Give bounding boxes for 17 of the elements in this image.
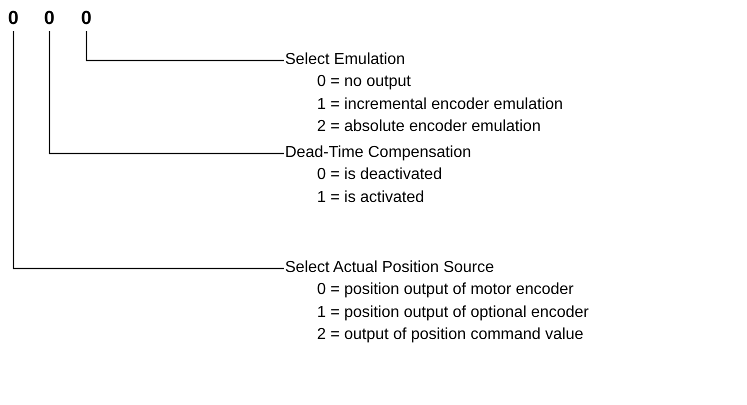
option-text: 0 = is deactivated xyxy=(317,165,443,185)
leader-line xyxy=(48,31,284,154)
setting-heading: Select Emulation xyxy=(285,50,406,70)
digit-label: 0 xyxy=(8,8,19,29)
option-text: 1 = position output of optional encoder xyxy=(317,302,589,322)
option-text: 0 = no output xyxy=(317,72,412,92)
option-text: 2 = output of position command value xyxy=(317,325,584,345)
setting-heading: Select Actual Position Source xyxy=(285,258,496,278)
leader-line xyxy=(12,31,284,270)
option-text: 1 = incremental encoder emulation xyxy=(317,94,563,114)
setting-heading: Dead-Time Compensation xyxy=(285,143,472,163)
digit-label: 0 xyxy=(81,8,92,29)
digit-label: 0 xyxy=(44,8,55,29)
option-text: 0 = position output of motor encoder xyxy=(317,280,575,300)
option-text: 1 = is activated xyxy=(317,188,426,208)
option-text: 2 = absolute encoder emulation xyxy=(317,117,542,137)
leader-line xyxy=(86,31,284,62)
